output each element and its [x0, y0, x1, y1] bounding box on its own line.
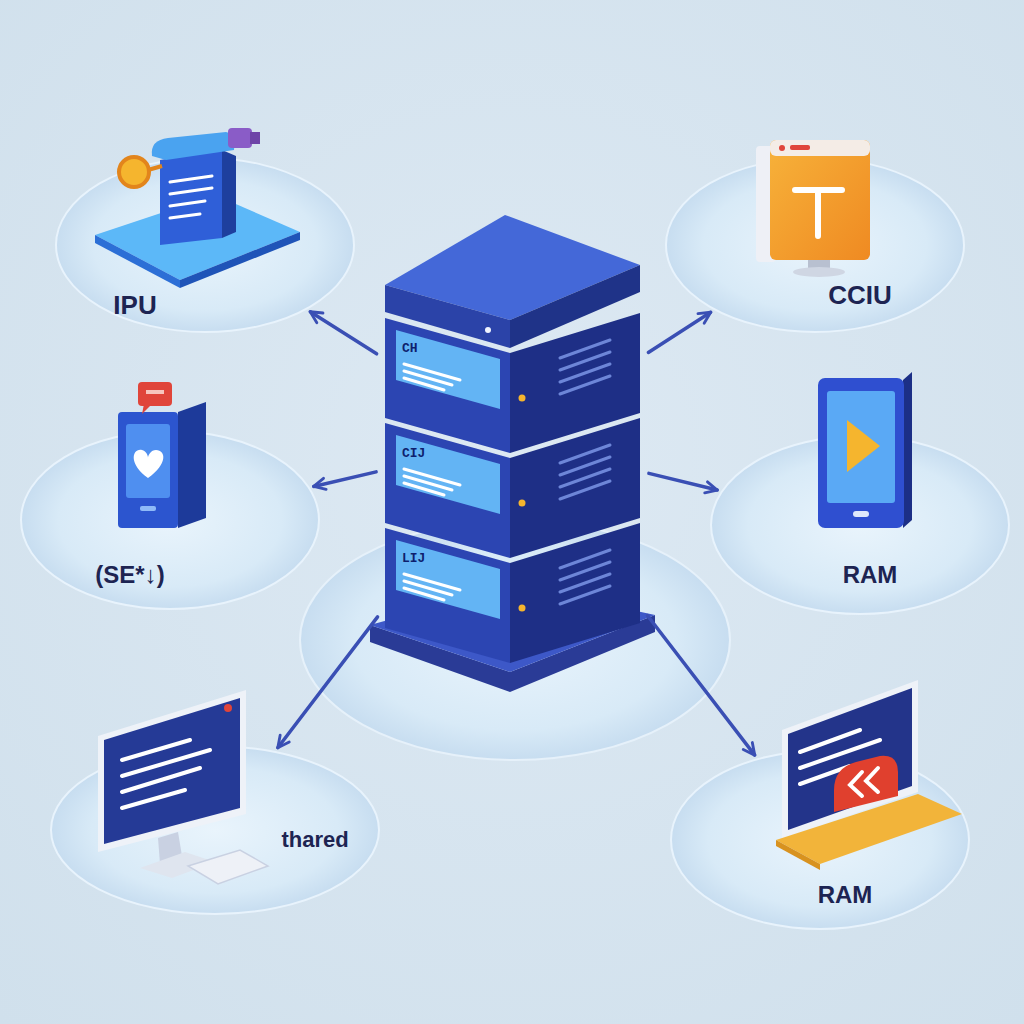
bubble-outline	[710, 435, 1010, 615]
device-bubble: RAM	[670, 750, 970, 930]
ground-ellipse	[300, 520, 730, 760]
device-bubble: (SE*↓)	[20, 430, 320, 610]
device-bubble: thared	[50, 745, 380, 915]
bubble-outline	[665, 157, 965, 333]
connector-arrow	[314, 472, 376, 487]
connector-arrow	[278, 617, 378, 748]
phone-icon	[118, 382, 206, 528]
connector-arrow	[647, 616, 754, 756]
document-icon	[95, 128, 300, 288]
bubble-outline	[20, 430, 320, 610]
laptop-icon	[776, 680, 962, 870]
connector-arrow	[648, 312, 710, 352]
device-label: IPU	[113, 291, 156, 320]
device-bubble: CCIU	[665, 157, 965, 333]
device-bubble: RAM	[710, 435, 1010, 615]
connector-arrow	[649, 473, 717, 490]
tablet-icon	[818, 372, 912, 528]
server-stack-art	[370, 215, 655, 692]
screen-text: CH	[402, 342, 418, 356]
device-label: RAM	[818, 882, 873, 908]
screen-text: CIJ	[402, 447, 425, 461]
device-label: RAM	[843, 562, 898, 588]
connector-arrow	[310, 312, 376, 354]
device-label: thared	[281, 828, 348, 852]
bubble-outline	[55, 157, 355, 333]
window-icon	[756, 140, 870, 277]
device-label: (SE*↓)	[95, 562, 164, 588]
server-stack: CH CIJ LIJ	[380, 210, 645, 670]
device-bubble: IPU	[55, 157, 355, 333]
screen-text: LIJ	[402, 552, 425, 566]
device-label: CCIU	[828, 281, 892, 310]
monitor-icon	[98, 690, 268, 884]
